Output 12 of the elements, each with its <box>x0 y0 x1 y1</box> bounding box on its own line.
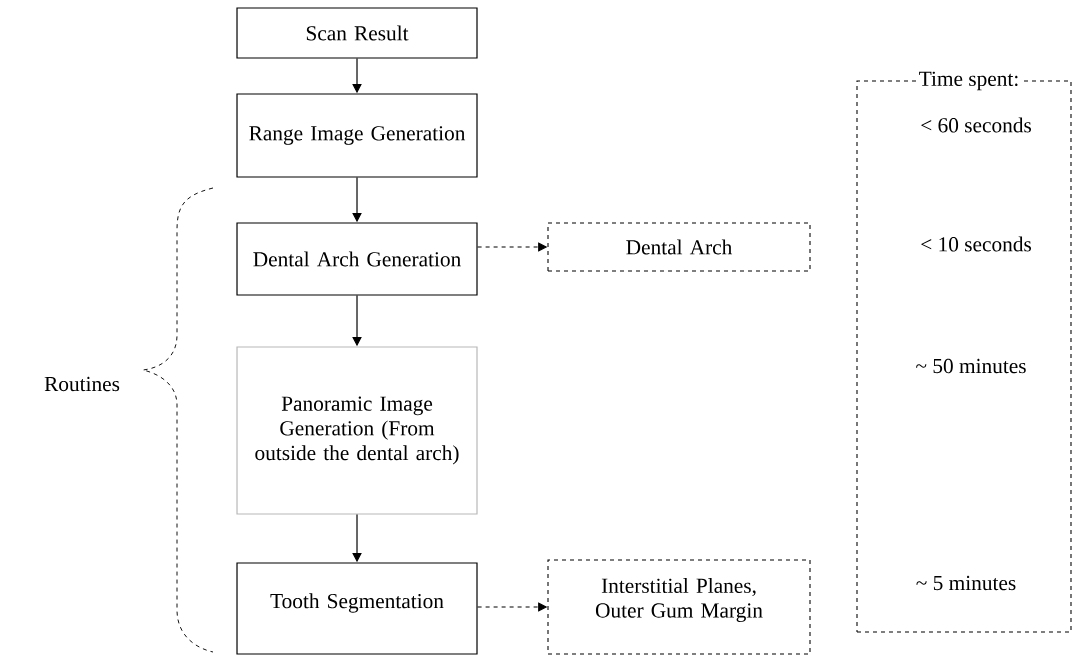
process-box: Panoramic Image Generation (From outside the dental arch) <box>236 346 478 515</box>
brace-label: Routines <box>44 376 120 392</box>
time-label: < 60 seconds <box>921 117 1031 133</box>
process-box: Tooth Segmentation <box>236 562 478 655</box>
time-label: < 10 seconds <box>921 236 1031 252</box>
output-box: Interstitial Planes, Outer Gum Margin <box>547 559 811 655</box>
process-box: Dental Arch Generation <box>236 222 478 296</box>
process-box: Scan Result <box>236 7 478 59</box>
time-label: ~ 50 minutes <box>916 358 1026 374</box>
process-box: Range Image Generation <box>236 93 478 178</box>
output-box: Dental Arch <box>547 222 811 272</box>
time-label: ~ 5 minutes <box>916 575 1016 591</box>
